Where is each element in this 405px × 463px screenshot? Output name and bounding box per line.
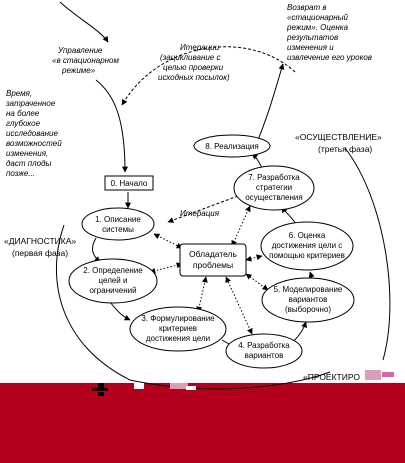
- svg-text:5. Моделирование: 5. Моделирование: [274, 285, 343, 294]
- node-3-criteria: 3. Формулирование критериев достижения ц…: [129, 306, 227, 352]
- arrow-5-to-6: [308, 271, 315, 279]
- left-outer-arc: [55, 224, 131, 381]
- svg-text:целей и: целей и: [99, 276, 128, 285]
- svg-text:6. Оценка: 6. Оценка: [289, 231, 326, 240]
- svg-text:3. Формулирование: 3. Формулирование: [141, 314, 215, 323]
- iteration-label: Итерация: [180, 209, 220, 218]
- svg-text:ограничений: ограничений: [89, 286, 136, 295]
- arrow-realization-to-return: [257, 63, 285, 141]
- phase-diagnostics-label: «ДИАГНОСТИКА» (первая фаза): [4, 236, 76, 258]
- svg-text:затраченное: затраченное: [5, 99, 56, 108]
- svg-text:позже...: позже...: [6, 169, 35, 178]
- arrow-top-entry: [59, 1, 109, 43]
- right-outer-arc: [344, 147, 391, 361]
- phase-design-label: «ПРОЕКТИРО: [303, 372, 360, 382]
- svg-text:изменения,: изменения,: [6, 149, 48, 158]
- owner-link-3: [196, 276, 208, 313]
- svg-text:возможностей: возможностей: [6, 139, 62, 148]
- top-left-note: Управление «в стационарном режиме»: [52, 46, 119, 75]
- svg-text:«стационарный: «стационарный: [287, 13, 349, 22]
- svg-text:Обладатель: Обладатель: [189, 249, 237, 259]
- owner-link-5: [245, 273, 269, 291]
- svg-text:Время,: Время,: [6, 89, 32, 98]
- svg-text:Итерации: Итерации: [180, 43, 220, 52]
- node-6-evaluation: 6. Оценка достижения цели с помощью крит…: [260, 221, 354, 271]
- svg-text:целью проверки: целью проверки: [163, 63, 224, 72]
- svg-text:проблемы: проблемы: [193, 260, 233, 270]
- svg-text:(выборочно): (выборочно): [285, 305, 331, 314]
- arrow-1-to-2: [92, 237, 101, 263]
- svg-text:системы: системы: [102, 225, 134, 234]
- owner-link-1: [153, 233, 183, 249]
- svg-text:глубокое: глубокое: [6, 119, 41, 128]
- phase-implementation-label: «ОСУЩЕСТВЛЕНИЕ» (третья фаза): [295, 132, 382, 154]
- node-1-system-description: 1. Описание системы: [81, 207, 155, 241]
- svg-text:на более: на более: [6, 109, 40, 118]
- owner-link-2: [149, 262, 183, 274]
- svg-text:7. Разработка: 7. Разработка: [248, 173, 300, 182]
- svg-text:критериев: критериев: [159, 324, 197, 333]
- node-2-goals-constraints: 2. Определение целей и ограничений: [68, 258, 158, 304]
- svg-text:достижения цели с: достижения цели с: [272, 241, 343, 250]
- svg-text:исходных посылок): исходных посылок): [158, 73, 230, 82]
- start-node: 0. Начало: [104, 175, 154, 191]
- svg-text:0. Начало: 0. Начало: [111, 179, 148, 188]
- iteration-dashed-arrow: [167, 195, 239, 223]
- red-bottom-band: [0, 383, 405, 463]
- node-7-strategy: 7. Разработка стратегии осуществления: [233, 165, 315, 211]
- svg-text:исследование: исследование: [6, 129, 58, 138]
- svg-text:(первая фаза): (первая фаза): [12, 248, 68, 258]
- svg-text:даст плоды: даст плоды: [6, 159, 52, 168]
- svg-text:(зацикливание с: (зацикливание с: [160, 53, 220, 62]
- svg-text:режиме»: режиме»: [61, 66, 96, 75]
- svg-text:1. Описание: 1. Описание: [95, 215, 141, 224]
- arrow-7-to-8: [251, 153, 263, 169]
- iterations-dashed-arc: [121, 46, 296, 106]
- svg-text:извлечение его уроков: извлечение его уроков: [287, 53, 372, 62]
- svg-text:вариантов: вариантов: [289, 295, 328, 304]
- svg-text:достижения цели: достижения цели: [146, 334, 210, 343]
- svg-text:Возврат в: Возврат в: [287, 3, 327, 12]
- owner-link-7: [231, 205, 251, 247]
- svg-text:помощью критериев: помощью критериев: [269, 251, 345, 260]
- svg-text:2. Определение: 2. Определение: [83, 266, 143, 275]
- top-right-note: Возврат в «стационарный режим». Оценка р…: [286, 3, 372, 62]
- time-note: Время, затраченное на более глубокое исс…: [5, 89, 62, 178]
- arrow-2-to-3: [109, 301, 131, 321]
- band-artifacts: [92, 370, 394, 396]
- svg-text:8. Реализация: 8. Реализация: [205, 142, 258, 151]
- svg-text:«в стационарном: «в стационарном: [52, 56, 119, 65]
- node-5-modeling: 5. Моделирование вариантов (выборочно): [261, 277, 355, 323]
- bottom-outer-arc: [129, 371, 331, 390]
- owner-link-6: [245, 254, 263, 262]
- owner-link-4: [225, 276, 253, 335]
- node-4-variants: 4. Разработка вариантов: [225, 333, 303, 369]
- node-8-realization: 8. Реализация: [193, 134, 271, 158]
- svg-text:изменения и: изменения и: [287, 43, 334, 52]
- problem-owner-node: Обладатель проблемы: [179, 243, 247, 277]
- svg-text:4. Разработка: 4. Разработка: [238, 341, 290, 350]
- svg-text:«ДИАГНОСТИКА»: «ДИАГНОСТИКА»: [4, 236, 76, 246]
- svg-text:«ОСУЩЕСТВЛЕНИЕ»: «ОСУЩЕСТВЛЕНИЕ»: [295, 132, 382, 142]
- arrow-steady-to-start: [95, 79, 128, 173]
- svg-text:стратегии: стратегии: [256, 183, 292, 192]
- svg-text:результатов: результатов: [286, 33, 338, 42]
- svg-text:режим». Оценка: режим». Оценка: [286, 23, 349, 32]
- svg-text:Управление: Управление: [57, 46, 103, 55]
- iterations-note: Итерации (зацикливание с целью проверки …: [158, 43, 230, 82]
- svg-text:осуществления: осуществления: [245, 193, 302, 202]
- svg-text:вариантов: вариантов: [245, 351, 284, 360]
